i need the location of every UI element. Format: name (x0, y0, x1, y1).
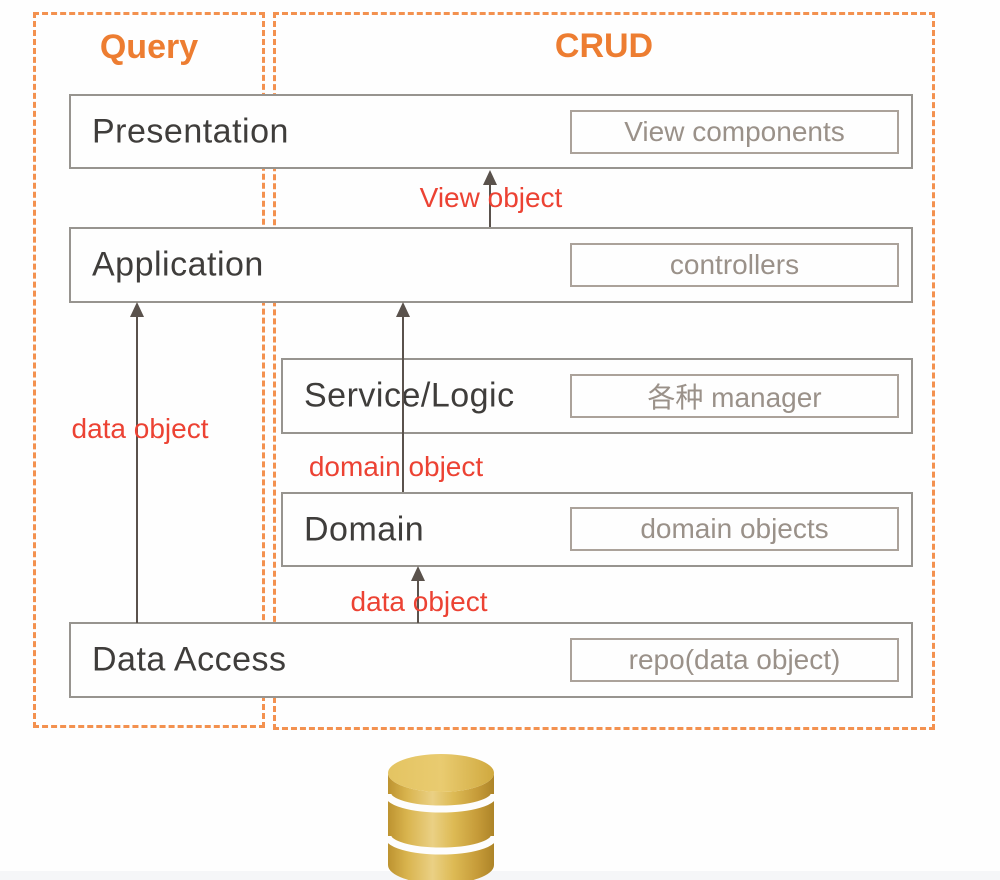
arrow-dataaccess-to-domain (411, 566, 425, 623)
layer-presentation-label: Presentation (92, 112, 289, 150)
flow-label-data-object-left: data object (71, 413, 209, 444)
layer-domain-label: Domain (304, 510, 425, 548)
query-column-label: Query (99, 28, 199, 66)
arrowhead-icon (396, 302, 410, 317)
component-managers: 各种 manager (570, 374, 899, 418)
arrow-shaft (417, 574, 419, 623)
layer-service-logic-label: Service/Logic (304, 376, 515, 415)
flow-label-data-object-bottom: data object (350, 586, 488, 617)
crud-column-outline (273, 12, 935, 730)
component-domain-objects: domain objects (570, 507, 899, 551)
component-view-components: View components (570, 110, 899, 154)
arrow-application-to-presentation (483, 170, 497, 227)
arrow-shaft (402, 310, 404, 492)
layer-data-access-label: Data Access (92, 640, 287, 679)
arrowhead-icon (411, 566, 425, 581)
arrow-domain-to-application (396, 302, 410, 492)
arrow-dataaccess-to-application (130, 302, 144, 623)
arrowhead-icon (483, 170, 497, 185)
arrowhead-icon (130, 302, 144, 317)
component-repo: repo(data object) (570, 638, 899, 682)
layer-application-label: Application (92, 245, 264, 284)
flow-label-domain-object: domain object (308, 451, 484, 482)
screenshot-bottom-edge (0, 871, 1000, 880)
crud-column-label: CRUD (554, 27, 654, 65)
flow-label-view-object: View object (419, 182, 563, 213)
query-column-outline (33, 12, 265, 728)
database-icon (388, 754, 494, 880)
arrow-shaft (136, 310, 138, 623)
component-controllers: controllers (570, 243, 899, 287)
arrow-shaft (489, 178, 491, 227)
